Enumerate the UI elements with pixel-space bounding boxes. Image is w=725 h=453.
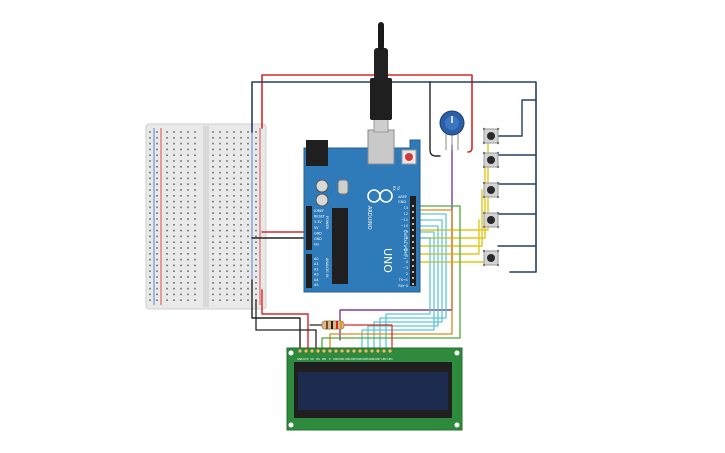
rx-label: RX: [392, 186, 396, 191]
pin-label: ~10: [401, 224, 408, 228]
wire-orange: [329, 209, 453, 351]
gnd-label: GND: [398, 200, 406, 204]
pin-label: 13: [404, 206, 408, 210]
lcd-pin-label: LED: [381, 357, 386, 361]
capacitor-2: [315, 193, 329, 207]
wire-lblue-1: [379, 213, 447, 351]
atmega-chip: [332, 208, 348, 284]
usb-cable: [370, 22, 392, 133]
power-jack: [306, 140, 328, 166]
tx-label: TX: [396, 185, 400, 191]
lcd-pin-label: GND: [297, 357, 303, 361]
pin-label: ~11: [401, 218, 408, 222]
resistor[interactable]: [321, 320, 345, 330]
pin-label: 12: [404, 212, 408, 216]
pin-label: 3.3V: [314, 220, 322, 224]
lcd-pin-label: V0: [310, 357, 314, 361]
pin-label: 7: [406, 242, 408, 246]
wire-yellow-4: [419, 219, 480, 255]
pin-label: TX→1: [398, 278, 408, 282]
pin-label: RESET: [314, 215, 326, 219]
digital-label: DIGITAL (PWM~): [403, 230, 407, 260]
arduino-uno[interactable]: ARDUINO UNO DIGITAL (PWM~) TX RX POWER A…: [303, 129, 421, 293]
aref-label: AREF: [398, 195, 407, 199]
lcd-pin-label: RW: [322, 357, 327, 361]
header-power: [306, 206, 312, 250]
power-label: POWER: [325, 216, 329, 230]
push-buttons[interactable]: [482, 127, 500, 267]
push-button-1[interactable]: [482, 127, 500, 145]
capacitor-1: [315, 179, 329, 193]
lcd-pin-label: DB6: [369, 357, 375, 361]
wire-lblue-4: [361, 231, 435, 351]
potentiometer[interactable]: [439, 110, 465, 150]
analog-label: ANALOG IN: [325, 258, 329, 278]
pin-label: A0: [314, 257, 318, 261]
lcd-pin-label: DB1: [339, 357, 345, 361]
lcd-pin-label: DB2: [345, 357, 351, 361]
usb-port: [367, 129, 395, 165]
pin-label: ~6: [403, 248, 408, 252]
breadboard: [145, 123, 267, 310]
brand-text: ARDUINO: [366, 206, 372, 230]
digital-pin-labels: 13 12 ~11 ~10 ~9 8 7 ~6 ~5 4 ~3 2TX→1RX←0: [398, 205, 414, 288]
lcd-pin-label: LED: [387, 357, 392, 361]
lcd-pin-label: DB5: [363, 357, 369, 361]
wire-lblue-2: [373, 219, 443, 351]
wire-dark-btn1: [497, 99, 537, 137]
lcd-pin-label: DB4: [357, 357, 363, 361]
pin-label: RX←0: [398, 284, 408, 288]
push-button-3[interactable]: [482, 181, 500, 199]
lcd-pin-label: DB7: [375, 357, 381, 361]
model-text: UNO: [381, 248, 394, 273]
wire-green: [321, 205, 461, 351]
wire-red-lcd: [261, 289, 309, 351]
pin-label: GND: [314, 231, 322, 235]
wire-black-lcd: [251, 279, 301, 351]
pin-label: 4: [406, 260, 408, 264]
arduino-logo: [367, 189, 393, 203]
pin-label: A4: [314, 278, 318, 282]
pin-label: ~9: [403, 230, 408, 234]
pin-label: IOREF: [314, 209, 324, 213]
lcd-pin-label: VCC: [303, 357, 309, 361]
pin-label: 8: [406, 236, 408, 240]
pin-label: 5V: [314, 226, 319, 230]
pin-label: A1: [314, 262, 318, 266]
lcd-pin-label: RS: [316, 357, 320, 361]
wire-dark-pot: [429, 81, 441, 157]
pin-label: A3: [314, 273, 318, 277]
lcd-pin-label: DB3: [351, 357, 357, 361]
wire-red-top: [261, 74, 473, 153]
push-button-5[interactable]: [482, 249, 500, 267]
lcd-pin-label: E: [329, 357, 331, 361]
wire-yellow-3: [419, 189, 483, 247]
pin-label: ~5: [403, 254, 408, 258]
pin-label: ~3: [403, 266, 408, 270]
lcd-screen: [298, 372, 448, 410]
wire-yellow-1: [419, 137, 489, 231]
lcd-pin-label: DB0: [333, 357, 339, 361]
push-button-2[interactable]: [482, 151, 500, 169]
push-button-4[interactable]: [482, 211, 500, 229]
pin-label: Vin: [314, 243, 319, 247]
pin-label: GND: [314, 237, 322, 241]
pin-label: 2: [406, 272, 408, 276]
pin-label: A5: [314, 283, 318, 287]
pin-label: A2: [314, 267, 318, 271]
wire-resistor-right: [343, 324, 393, 351]
wire-black-rw: [255, 299, 317, 351]
wire-lblue-5: [385, 237, 431, 351]
header-analog: [306, 254, 312, 288]
wire-dark-top: [251, 81, 537, 273]
